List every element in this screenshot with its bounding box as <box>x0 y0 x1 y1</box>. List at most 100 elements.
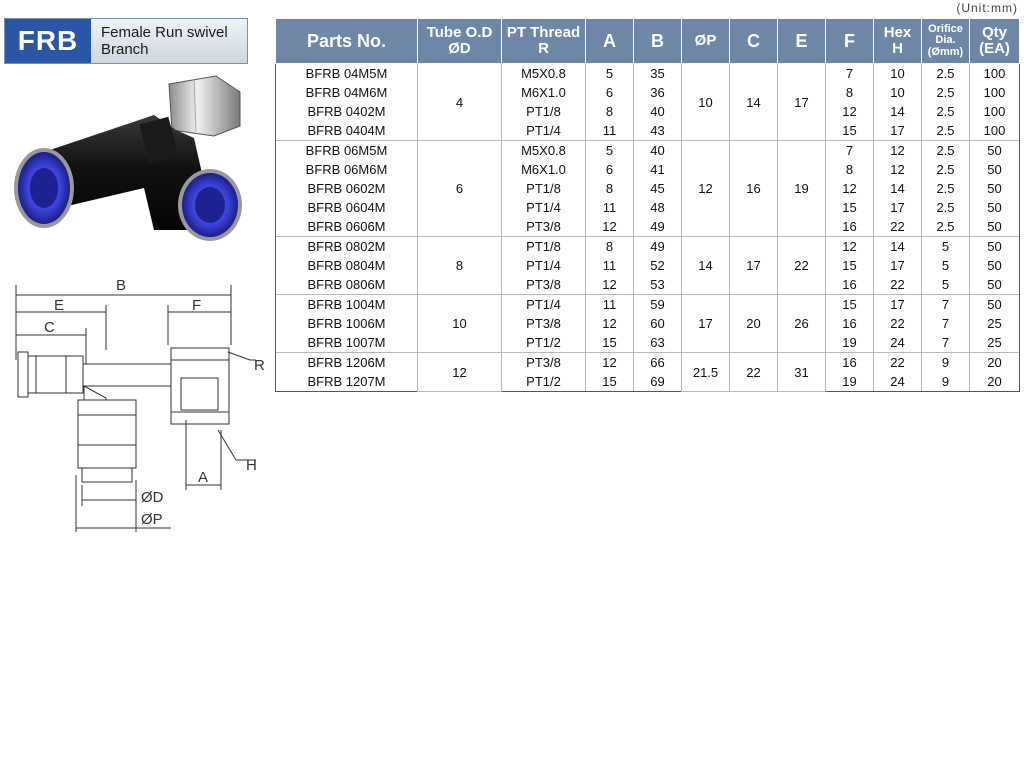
cell-p: 14 <box>681 236 730 295</box>
cell-a: 12 <box>585 314 634 333</box>
cell-f: 12 <box>825 179 874 198</box>
cell-thread: PT1/8 <box>501 236 586 256</box>
cell-c: 16 <box>729 140 778 237</box>
cell-tube-od: 4 <box>417 63 502 141</box>
cell-f: 16 <box>825 217 874 237</box>
label-op: ØP <box>141 511 163 528</box>
cell-hex: 22 <box>873 275 922 295</box>
label-c: C <box>44 319 55 336</box>
cell-b: 45 <box>633 179 682 198</box>
cell-hex: 12 <box>873 140 922 160</box>
cell-b: 49 <box>633 236 682 256</box>
cell-b: 52 <box>633 256 682 275</box>
cell-thread: PT1/2 <box>501 372 586 392</box>
cell-a: 6 <box>585 83 634 102</box>
cell-hex: 22 <box>873 352 922 372</box>
cell-thread: PT1/2 <box>501 333 586 353</box>
cell-p: 21.5 <box>681 352 730 392</box>
label-b: B <box>116 277 126 294</box>
cell-b: 49 <box>633 217 682 237</box>
cell-f: 16 <box>825 275 874 295</box>
cell-a: 11 <box>585 121 634 141</box>
cell-orifice: 7 <box>921 333 970 353</box>
col-b: B <box>633 18 682 64</box>
dimension-drawing: B E F C R H A ØD ØP <box>15 277 265 532</box>
cell-thread: M5X0.8 <box>501 140 586 160</box>
cell-qty: 20 <box>969 352 1020 372</box>
label-e: E <box>54 297 64 314</box>
cell-part-no: BFRB 04M5M <box>275 63 418 83</box>
cell-qty: 50 <box>969 179 1020 198</box>
cell-f: 7 <box>825 140 874 160</box>
cell-orifice: 7 <box>921 294 970 314</box>
cell-c: 14 <box>729 63 778 141</box>
cell-f: 12 <box>825 236 874 256</box>
cell-f: 7 <box>825 63 874 83</box>
cell-thread: PT1/4 <box>501 256 586 275</box>
cell-hex: 24 <box>873 372 922 392</box>
cell-orifice: 2.5 <box>921 140 970 160</box>
cell-part-no: BFRB 0606M <box>275 217 418 237</box>
cell-hex: 14 <box>873 236 922 256</box>
cell-qty: 50 <box>969 256 1020 275</box>
cell-thread: PT3/8 <box>501 352 586 372</box>
cell-b: 53 <box>633 275 682 295</box>
cell-qty: 50 <box>969 198 1020 217</box>
cell-f: 16 <box>825 314 874 333</box>
cell-hex: 17 <box>873 294 922 314</box>
cell-a: 8 <box>585 179 634 198</box>
cell-hex: 14 <box>873 179 922 198</box>
cell-a: 12 <box>585 217 634 237</box>
cell-p: 12 <box>681 140 730 237</box>
cell-qty: 100 <box>969 102 1020 121</box>
cell-b: 40 <box>633 140 682 160</box>
cell-qty: 100 <box>969 121 1020 141</box>
cell-b: 69 <box>633 372 682 392</box>
cell-part-no: BFRB 1207M <box>275 372 418 392</box>
product-photo <box>14 75 242 241</box>
cell-e: 26 <box>777 294 826 353</box>
cell-tube-od: 10 <box>417 294 502 353</box>
cell-orifice: 5 <box>921 236 970 256</box>
cell-thread: PT1/4 <box>501 294 586 314</box>
cell-part-no: BFRB 0402M <box>275 102 418 121</box>
cell-part-no: BFRB 0802M <box>275 236 418 256</box>
cell-e: 22 <box>777 236 826 295</box>
cell-e: 17 <box>777 63 826 141</box>
cell-part-no: BFRB 0602M <box>275 179 418 198</box>
cell-hex: 24 <box>873 333 922 353</box>
cell-hex: 14 <box>873 102 922 121</box>
cell-part-no: BFRB 1006M <box>275 314 418 333</box>
cell-qty: 25 <box>969 333 1020 353</box>
col-f: F <box>825 18 874 64</box>
cell-p: 10 <box>681 63 730 141</box>
cell-part-no: BFRB 06M6M <box>275 160 418 179</box>
cell-qty: 100 <box>969 63 1020 83</box>
cell-thread: PT1/8 <box>501 102 586 121</box>
cell-hex: 17 <box>873 256 922 275</box>
cell-thread: M5X0.8 <box>501 63 586 83</box>
cell-qty: 25 <box>969 314 1020 333</box>
cell-orifice: 5 <box>921 256 970 275</box>
product-badge: FRB Female Run swivel Branch <box>4 18 248 64</box>
cell-orifice: 2.5 <box>921 102 970 121</box>
cell-thread: PT1/4 <box>501 121 586 141</box>
label-h: H <box>246 457 257 474</box>
cell-qty: 50 <box>969 140 1020 160</box>
cell-thread: PT3/8 <box>501 275 586 295</box>
cell-a: 12 <box>585 275 634 295</box>
cell-orifice: 2.5 <box>921 217 970 237</box>
cell-orifice: 9 <box>921 352 970 372</box>
cell-thread: PT1/4 <box>501 198 586 217</box>
